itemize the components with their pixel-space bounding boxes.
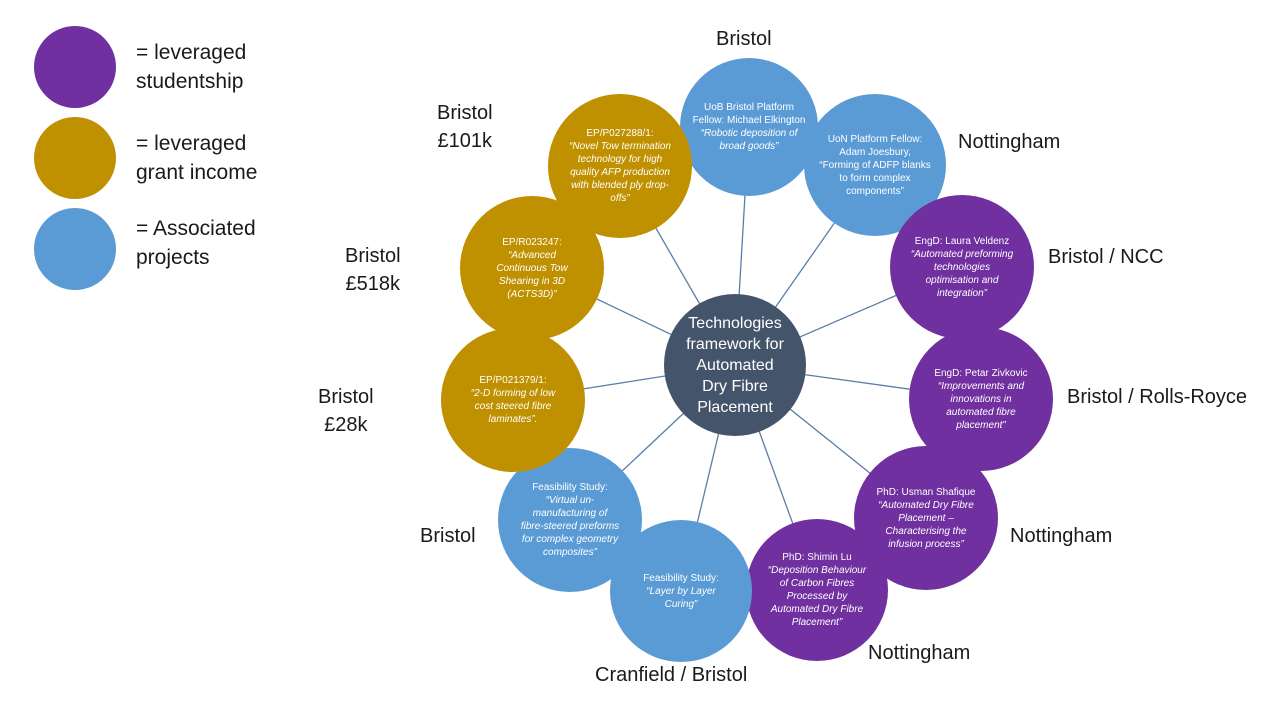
node-engd-veldenz: EngD: Laura Veldenz “Automated preformin… (890, 195, 1034, 339)
node-body: “Layer by Layer Curing” (646, 585, 716, 610)
node-head: PhD: Usman Shafique (876, 486, 976, 498)
center-text: Technologies framework for Automated Dry… (686, 314, 784, 416)
node-head: EngD: Petar Zivkovic (934, 367, 1028, 379)
node-body: “Advanced Continuous Tow Shearing in 3D … (496, 249, 568, 300)
label-engd-veldenz: Bristol / NCC (1048, 246, 1164, 268)
label-ep-p027288: Bristol £101k (437, 102, 493, 152)
node-body: “Novel Tow termination technology for hi… (569, 141, 671, 204)
legend-associated-label: = Associated projects (136, 217, 256, 269)
legend-studentship-swatch (34, 26, 116, 108)
label-phd-lu: Nottingham (868, 642, 971, 664)
node-head: UoB Bristol Platform Fellow: Michael Elk… (692, 102, 806, 152)
legend-associated-swatch (34, 208, 116, 290)
node-head: EP/P027288/1: (586, 128, 654, 139)
node-body: “Automated preforming technologies optim… (910, 248, 1014, 299)
node-head: UoN Platform Fellow: Adam Joesbury, “For… (819, 133, 931, 197)
legend-grant-swatch (34, 117, 116, 199)
label-uob-platform: Bristol (716, 28, 772, 50)
label-ep-p021379: Bristol £28k (318, 386, 374, 436)
node-head: EngD: Laura Veldenz (914, 235, 1010, 247)
node-feas-virtual: Feasibility Study: “Virtual un-manufactu… (498, 448, 642, 592)
node-head: Feasibility Study: (532, 482, 608, 493)
label-ep-r023247: Bristol £518k (345, 245, 401, 295)
node-phd-lu: PhD: Shimin Lu “Deposition Behaviour of … (746, 519, 888, 661)
node-ep-p027288: EP/P027288/1: “Novel Tow termination tec… (548, 94, 692, 238)
legend-studentship-label: = leveraged studentship (136, 41, 247, 93)
node-ep-p021379: EP/P021379/1: “2-D forming of low cost s… (441, 328, 585, 472)
label-feas-layer: Cranfield / Bristol (595, 664, 748, 686)
node-head: EP/R023247: (502, 236, 562, 248)
node-head: EP/P021379/1: (479, 375, 547, 386)
node-uob-platform: UoB Bristol Platform Fellow: Michael Elk… (680, 58, 818, 196)
node-head: Feasibility Study: (643, 572, 719, 584)
node-head: PhD: Shimin Lu (782, 552, 852, 563)
label-feas-virtual: Bristol (420, 525, 476, 547)
label-phd-shafique: Nottingham (1010, 525, 1113, 547)
node-body: “Virtual un-manufacturing of fibre-steer… (520, 495, 620, 558)
node-body: “Deposition Behaviour of Carbon Fibres P… (767, 565, 867, 628)
node-body: “Automated Dry Fibre Placement – Charact… (878, 499, 974, 550)
node-body: “2-D forming of low cost steered fibre l… (470, 388, 556, 425)
center-node: Technologies framework for Automated Dry… (664, 294, 806, 436)
label-uon-platform: Nottingham (958, 131, 1061, 153)
legend-grant-label: = leveraged grant income (136, 132, 258, 184)
node-body: “Improvements and innovations in automat… (937, 380, 1025, 431)
label-engd-zivkovic: Bristol / Rolls-Royce (1067, 386, 1248, 408)
